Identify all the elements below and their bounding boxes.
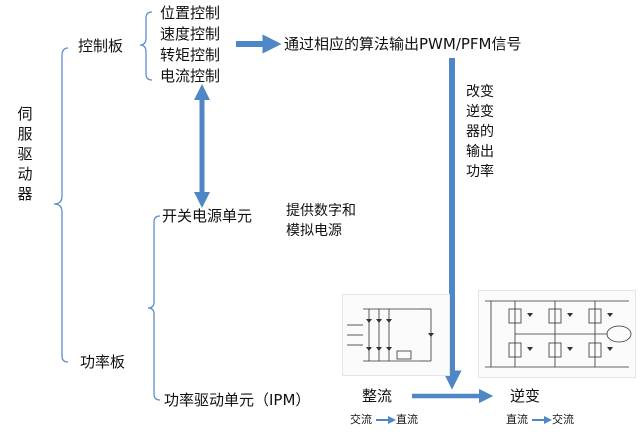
algorithm-output-label: 通过相应的算法输出PWM/PFM信号 xyxy=(284,35,522,53)
rectifier-to-label: 直流 xyxy=(396,413,418,426)
inverter-schematic xyxy=(485,300,632,368)
main-bracket xyxy=(53,47,69,363)
inverter-to-label: 交流 xyxy=(552,413,574,426)
control-item-speed: 速度控制 xyxy=(160,25,221,43)
power-supply-note-line1: 提供数字和 xyxy=(286,203,356,219)
rectifier-title: 整流 xyxy=(362,387,393,405)
control-board-label: 控制板 xyxy=(78,37,124,55)
power-drive-unit-label: 功率驱动单元（IPM） xyxy=(164,391,311,409)
rectifier-circuit-image xyxy=(342,294,450,376)
control-bracket xyxy=(139,11,153,81)
power-bracket xyxy=(147,215,161,401)
inverter-circuit-image xyxy=(478,290,636,378)
switch-power-unit-label: 开关电源单元 xyxy=(162,207,253,225)
root-label: 伺服驱动器 xyxy=(17,105,33,203)
control-item-torque: 转矩控制 xyxy=(160,46,221,64)
rectifier-from-label: 交流 xyxy=(350,413,372,426)
rectifier-schematic xyxy=(347,308,434,362)
power-board-label: 功率板 xyxy=(80,353,126,371)
control-item-position: 位置控制 xyxy=(160,4,221,22)
power-supply-note-line2: 模拟电源 xyxy=(286,223,342,239)
control-item-current: 电流控制 xyxy=(160,67,221,85)
inverter-from-label: 直流 xyxy=(506,413,528,426)
inverter-output-note: 改变逆变器的输出功率 xyxy=(466,84,494,180)
inverter-title: 逆变 xyxy=(510,387,541,405)
